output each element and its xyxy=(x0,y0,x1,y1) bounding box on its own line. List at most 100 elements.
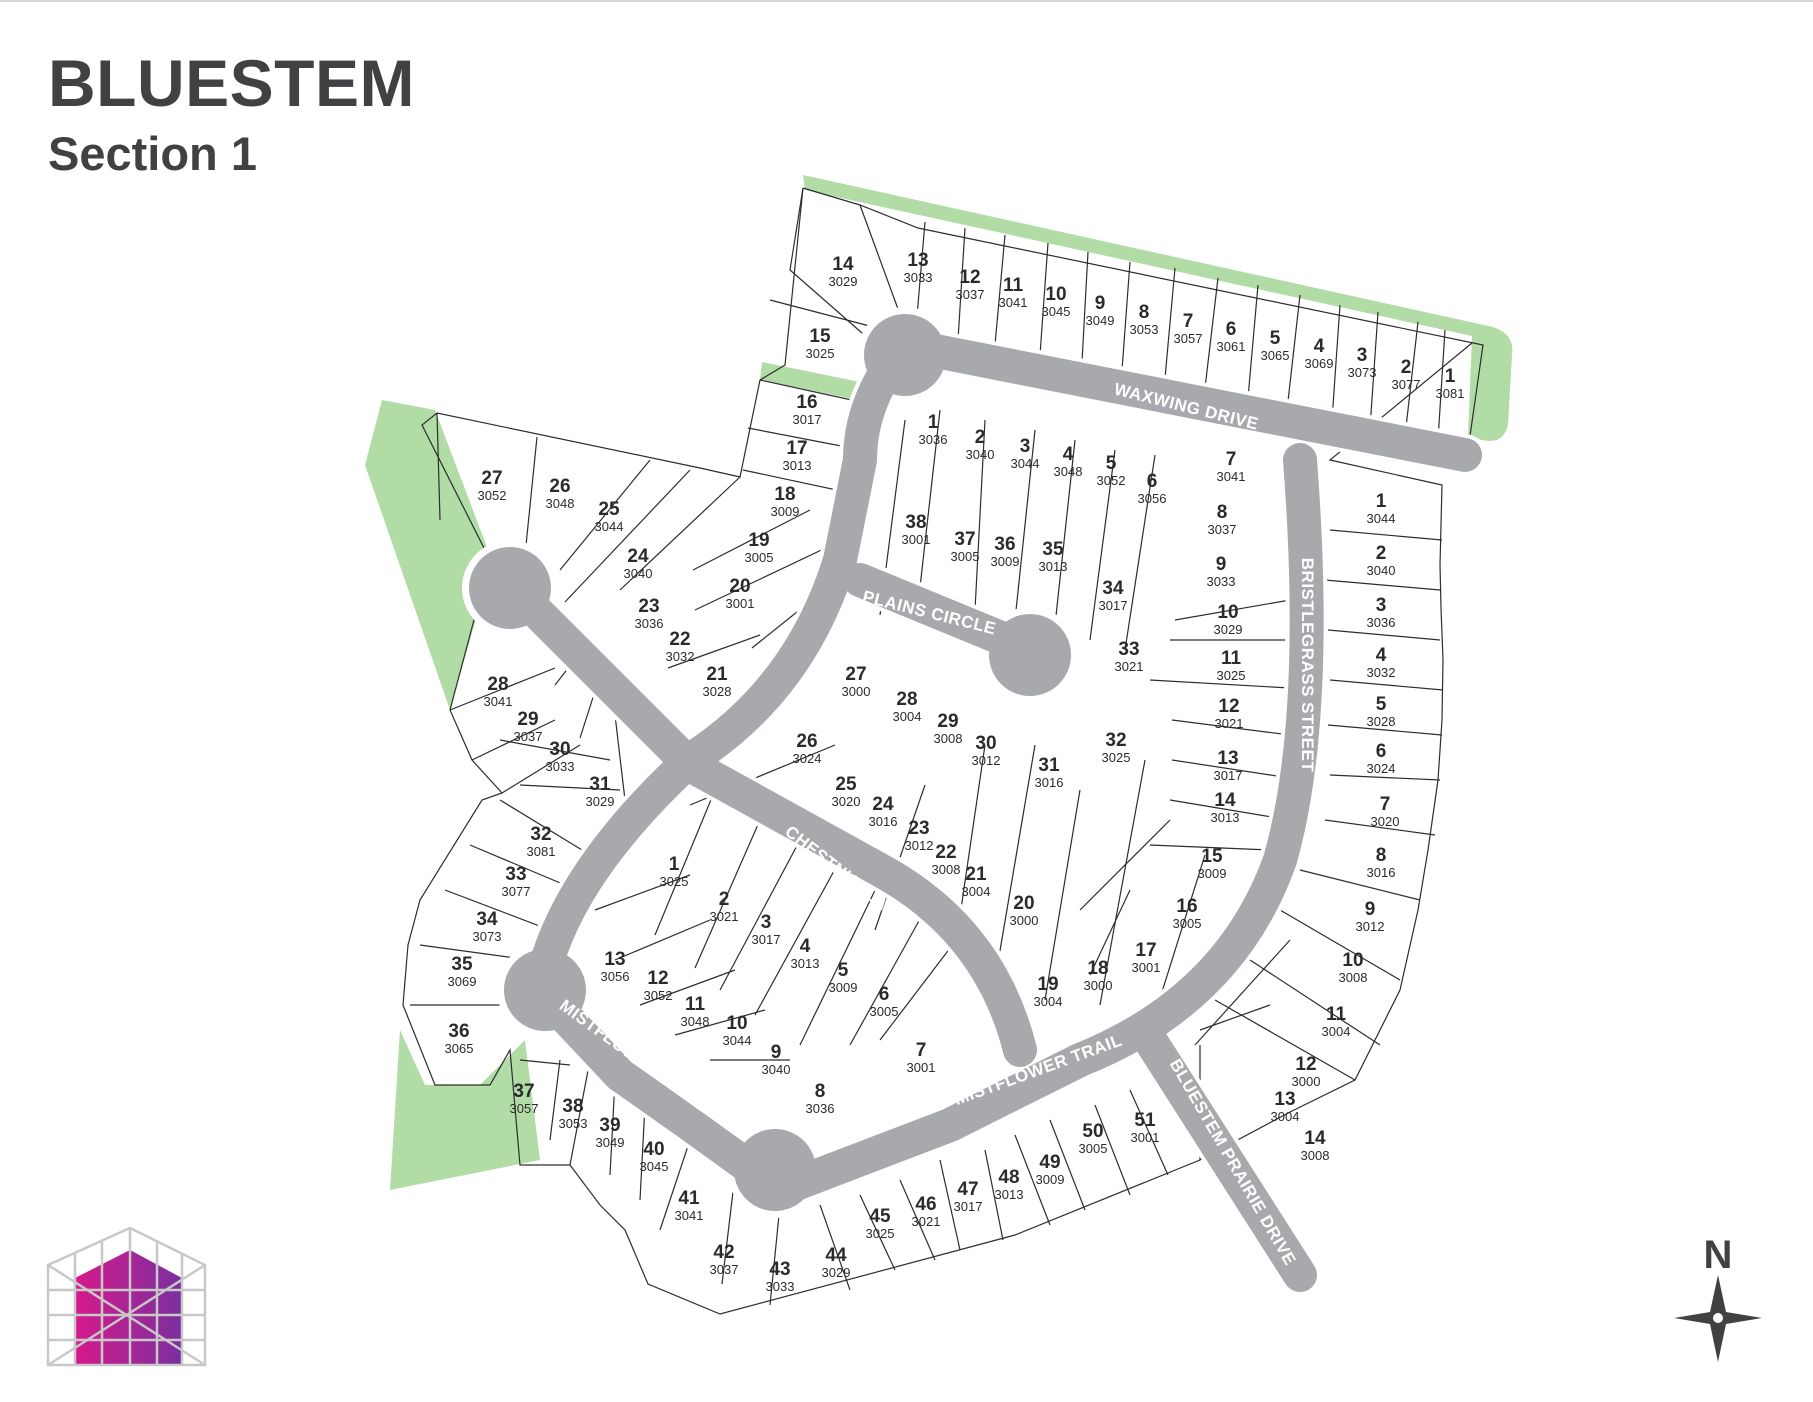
north-arrow-label: N xyxy=(1704,1233,1733,1277)
lot-address: 3029 xyxy=(822,1265,851,1280)
lot-number: 20 xyxy=(729,576,750,597)
lot-number: 18 xyxy=(774,484,795,505)
lot-number: 28 xyxy=(487,674,508,695)
lot-address: 3057 xyxy=(1174,331,1203,346)
section-subtitle: Section 1 xyxy=(48,127,257,180)
lot-address: 3021 xyxy=(1115,659,1144,674)
lot-address: 3025 xyxy=(866,1226,895,1241)
lot-number: 42 xyxy=(713,1242,734,1263)
lot-address: 3021 xyxy=(710,909,739,924)
lot-number: 16 xyxy=(796,392,817,413)
lot-address: 3017 xyxy=(1214,768,1243,783)
lot-address: 3044 xyxy=(723,1033,752,1048)
lot-number: 6 xyxy=(1147,471,1158,492)
cul-de-sac-southwest xyxy=(504,949,586,1031)
lot-number: 7 xyxy=(1183,311,1194,332)
lot-address: 3037 xyxy=(956,287,985,302)
lot-address: 3008 xyxy=(1301,1148,1330,1163)
lot-address: 3069 xyxy=(448,974,477,989)
lot-address: 3004 xyxy=(893,709,922,724)
lot-number: 1 xyxy=(669,854,680,875)
lot-number: 33 xyxy=(1118,639,1139,660)
lot-number: 11 xyxy=(1221,648,1242,669)
lot-address: 3004 xyxy=(962,884,991,899)
lot-address: 3077 xyxy=(1392,377,1421,392)
lot-address: 3017 xyxy=(752,932,781,947)
lot-number: 45 xyxy=(869,1206,891,1227)
lot-address: 3000 xyxy=(1010,913,1039,928)
lot-address: 3044 xyxy=(1011,456,1040,471)
lot-number: 6 xyxy=(1376,741,1387,762)
lot-number: 22 xyxy=(935,842,956,863)
lot-number: 8 xyxy=(815,1081,826,1102)
lot-address: 3053 xyxy=(1130,322,1159,337)
lot-number: 4 xyxy=(800,936,811,957)
lot-address: 3057 xyxy=(510,1101,539,1116)
lot-address: 3033 xyxy=(546,759,575,774)
lot-number: 20 xyxy=(1013,893,1034,914)
lot-number: 29 xyxy=(937,711,958,732)
lot-address: 3017 xyxy=(793,412,822,427)
lot-address: 3049 xyxy=(596,1135,625,1150)
lot-address: 3045 xyxy=(640,1159,669,1174)
lot-address: 3033 xyxy=(766,1279,795,1294)
top-divider xyxy=(0,0,1813,2)
lot-number: 10 xyxy=(1045,284,1066,305)
lot-number: 25 xyxy=(598,499,620,520)
lot-address: 3040 xyxy=(966,447,995,462)
lot-number: 27 xyxy=(845,664,866,685)
lot-number: 24 xyxy=(627,546,649,567)
lot-number: 9 xyxy=(1095,293,1106,314)
lot-address: 3033 xyxy=(1207,574,1236,589)
lot-address: 3048 xyxy=(546,496,575,511)
lot-address: 3004 xyxy=(1271,1109,1300,1124)
green-spaces xyxy=(365,175,1513,1190)
lot-number: 5 xyxy=(838,960,849,981)
lot-number: 10 xyxy=(1217,602,1238,623)
lot-address: 3037 xyxy=(1208,522,1237,537)
lot-number: 39 xyxy=(599,1115,620,1136)
lot-address: 3013 xyxy=(1211,810,1240,825)
lot-number: 34 xyxy=(1102,578,1124,599)
lot-number: 17 xyxy=(786,438,807,459)
lot-number: 5 xyxy=(1106,453,1117,474)
lot-number: 51 xyxy=(1134,1110,1156,1131)
lot-address: 3056 xyxy=(1138,491,1167,506)
lot-number: 41 xyxy=(678,1188,700,1209)
lot-number: 2 xyxy=(1376,543,1387,564)
lot-address: 3045 xyxy=(1042,304,1071,319)
lot-address: 3005 xyxy=(1173,916,1202,931)
lot-address: 3041 xyxy=(999,295,1028,310)
lot-number: 21 xyxy=(706,664,728,685)
east-lot-dividers xyxy=(1214,529,1444,1081)
lot-address: 3008 xyxy=(1339,970,1368,985)
lot-number: 43 xyxy=(769,1259,790,1280)
lot-address: 3016 xyxy=(1035,775,1064,790)
lot-number: 14 xyxy=(1304,1128,1326,1149)
north-lots-front xyxy=(802,187,1484,437)
lot-number: 5 xyxy=(1376,694,1387,715)
lot-number: 19 xyxy=(1037,974,1058,995)
lot-number: 35 xyxy=(1042,539,1064,560)
lot-address: 3033 xyxy=(904,270,933,285)
lot-address: 3009 xyxy=(771,504,800,519)
lot-address: 3012 xyxy=(905,838,934,853)
lot-number: 4 xyxy=(1376,645,1387,666)
page-title: BLUESTEM xyxy=(48,46,415,120)
lot-address: 3005 xyxy=(1079,1141,1108,1156)
lot-number: 11 xyxy=(685,994,706,1015)
lot-address: 3029 xyxy=(829,274,858,289)
lot-number: 5 xyxy=(1270,328,1281,349)
north-arrow: N xyxy=(1674,1233,1762,1362)
lot-address: 3005 xyxy=(951,549,980,564)
lot-number: 12 xyxy=(647,968,668,989)
lot-number: 17 xyxy=(1135,940,1156,961)
lot-address: 3028 xyxy=(703,684,732,699)
lot-address: 3029 xyxy=(1214,622,1243,637)
lot-address: 3025 xyxy=(806,346,835,361)
lot-address: 3013 xyxy=(1039,559,1068,574)
lot-address: 3000 xyxy=(1084,978,1113,993)
lot-number: 21 xyxy=(965,864,987,885)
lot-address: 3081 xyxy=(1436,386,1465,401)
lot-address: 3037 xyxy=(710,1262,739,1277)
